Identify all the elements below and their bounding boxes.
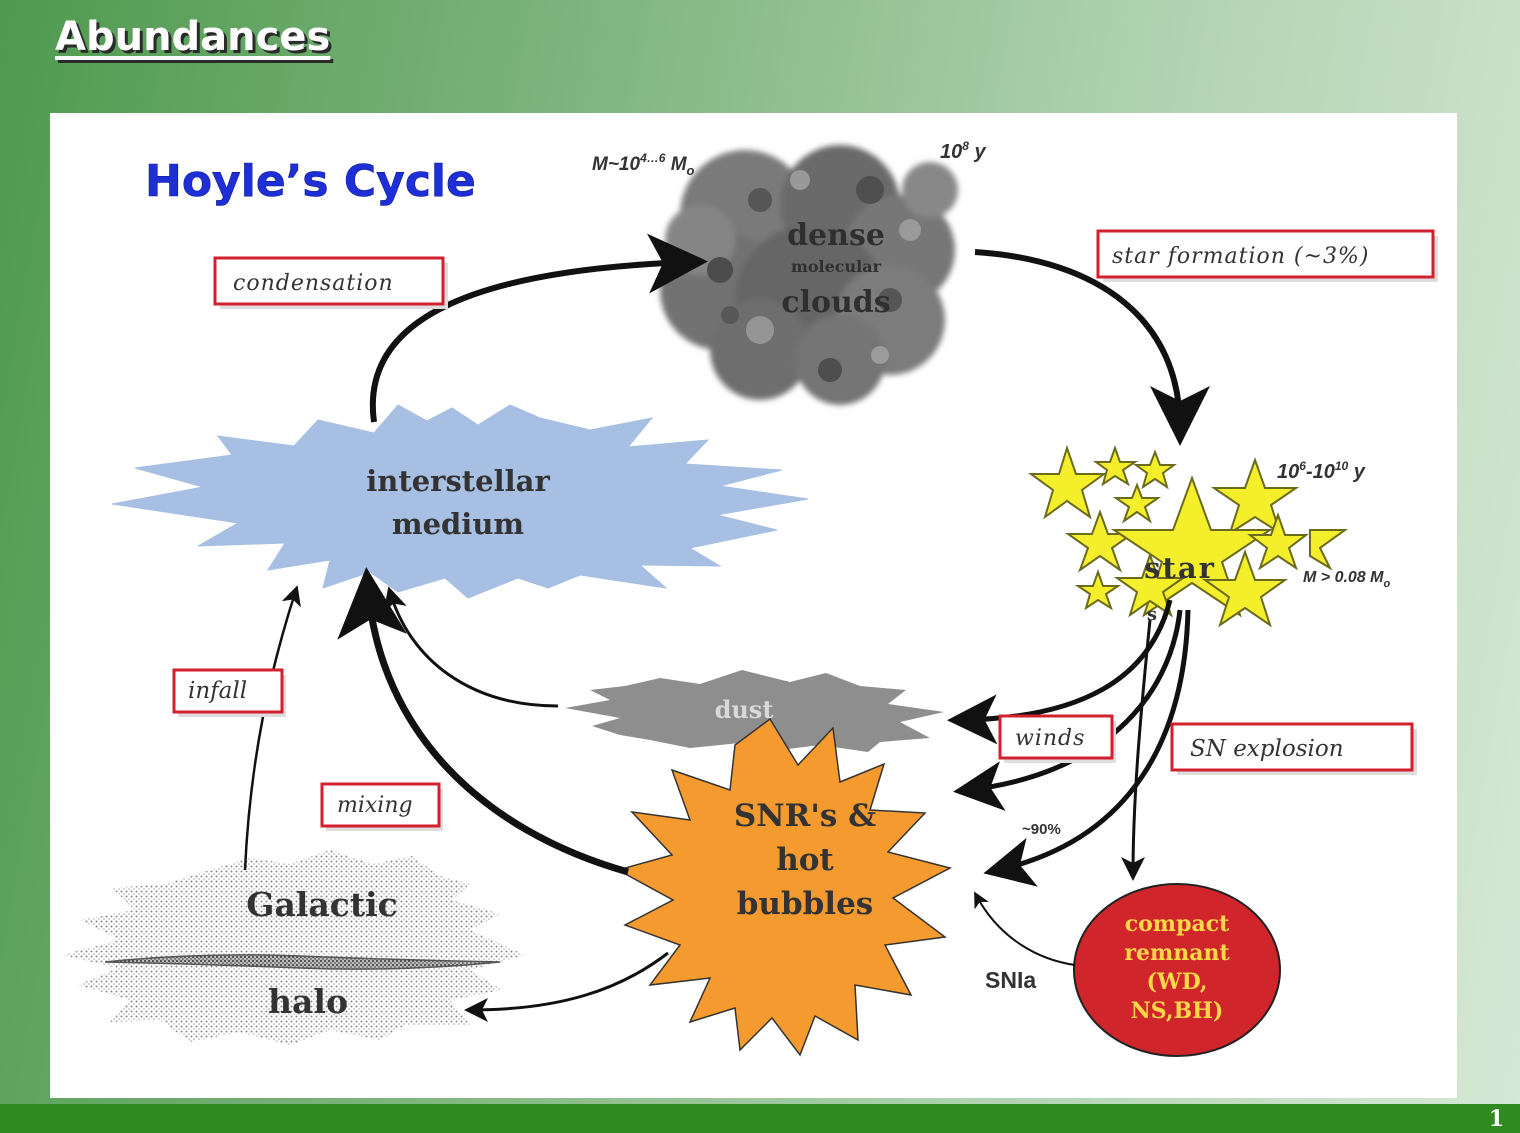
snr-burst-shape xyxy=(616,717,953,1057)
diagram-title: Hoyle’s Cycle xyxy=(145,156,476,207)
star-shape xyxy=(1110,475,1274,618)
star-shape xyxy=(1092,445,1139,487)
remnant-circle xyxy=(1073,883,1281,1057)
arrow-infall xyxy=(243,585,301,871)
snr-label-line1: SNR's & xyxy=(734,798,876,834)
star-shape xyxy=(1113,551,1187,618)
arrow-snia xyxy=(974,891,1076,966)
arrow-snr-to-ism xyxy=(337,567,629,876)
footer-bar xyxy=(0,1104,1520,1133)
arrow-dust-to-ism xyxy=(383,586,559,708)
halo-burst-shape xyxy=(62,850,525,1045)
clouds-label-line3: clouds xyxy=(781,285,890,320)
arrow-remnant xyxy=(1121,619,1152,881)
remnant-label-line1: compact xyxy=(1125,911,1230,937)
mixing-label: mixing xyxy=(337,793,413,818)
cloud-time-annotation: 108 y xyxy=(940,139,986,163)
percent-90-label: ~90% xyxy=(1022,821,1061,838)
arrow-sn-explosion xyxy=(983,609,1191,887)
label-box-star-formation: star formation (~3%) xyxy=(1096,229,1438,282)
stars-cluster xyxy=(1027,444,1349,628)
halo-label-line1: Galactic xyxy=(246,885,397,924)
page-number: 1 xyxy=(1488,1106,1504,1132)
snr-label-line2: hot xyxy=(776,842,834,878)
remnant-label-line2: remnant xyxy=(1124,940,1230,966)
label-box-sn-explosion: SN explosion xyxy=(1170,722,1417,775)
star-shape xyxy=(1247,511,1309,571)
arrow-snr-to-halo xyxy=(464,951,669,1022)
snia-label: SNIa xyxy=(985,967,1036,993)
remnant-label-line4: NS,BH) xyxy=(1131,998,1224,1024)
stars-label: star xyxy=(1144,551,1216,585)
arrow-star-formation xyxy=(974,249,1210,446)
star-formation-label: star formation (~3%) xyxy=(1112,244,1369,269)
winds-label: winds xyxy=(1015,726,1085,751)
snr-label-line3: bubbles xyxy=(737,886,874,922)
galactic-disk-shape xyxy=(104,954,501,970)
star-shape xyxy=(1064,509,1136,573)
stars-mass-annotation: M > 0.08 Mo xyxy=(1303,569,1390,590)
molecular-cloud-texture xyxy=(707,170,921,382)
dust-burst-shape xyxy=(565,670,944,752)
star-shape xyxy=(1112,482,1162,524)
label-box-winds: winds xyxy=(998,714,1116,763)
arrow-winds xyxy=(947,599,1173,745)
slide-title: Abundances xyxy=(55,14,331,60)
condensation-label: condensation xyxy=(233,271,394,296)
hoyles-cycle-diagram: Hoyle’s Cycle dense molecular clouds M~1… xyxy=(62,139,1438,1057)
halo-label-line2: halo xyxy=(268,982,348,1021)
dust-label: dust xyxy=(715,695,774,724)
star-shape xyxy=(1132,449,1178,490)
remnant-label-line3: (WD, xyxy=(1146,969,1207,995)
label-box-condensation: condensation xyxy=(213,256,448,309)
cloud-mass-annotation: M~104…6 Mo xyxy=(592,151,695,178)
arrow-snr-from-stars xyxy=(953,609,1183,811)
star-shape xyxy=(1201,549,1289,628)
star-shape xyxy=(1309,529,1349,571)
label-box-infall: infall xyxy=(172,668,286,717)
clouds-label-line2: molecular xyxy=(791,257,882,276)
stars-label-s: s xyxy=(1147,604,1157,625)
molecular-cloud-blob xyxy=(660,145,958,405)
star-shape xyxy=(1074,569,1122,611)
star-shape xyxy=(1210,457,1300,536)
ism-burst-shape xyxy=(111,404,809,599)
label-box-mixing: mixing xyxy=(320,782,443,831)
infall-label: infall xyxy=(188,678,247,704)
stars-time-annotation: 106-1010 y xyxy=(1277,459,1366,483)
ism-label-line2: medium xyxy=(392,507,525,541)
ism-label-line1: interstellar xyxy=(366,464,550,498)
star-shape xyxy=(1027,444,1108,520)
sn-explosion-label: SN explosion xyxy=(1190,736,1344,762)
clouds-label-line1: dense xyxy=(787,218,885,253)
